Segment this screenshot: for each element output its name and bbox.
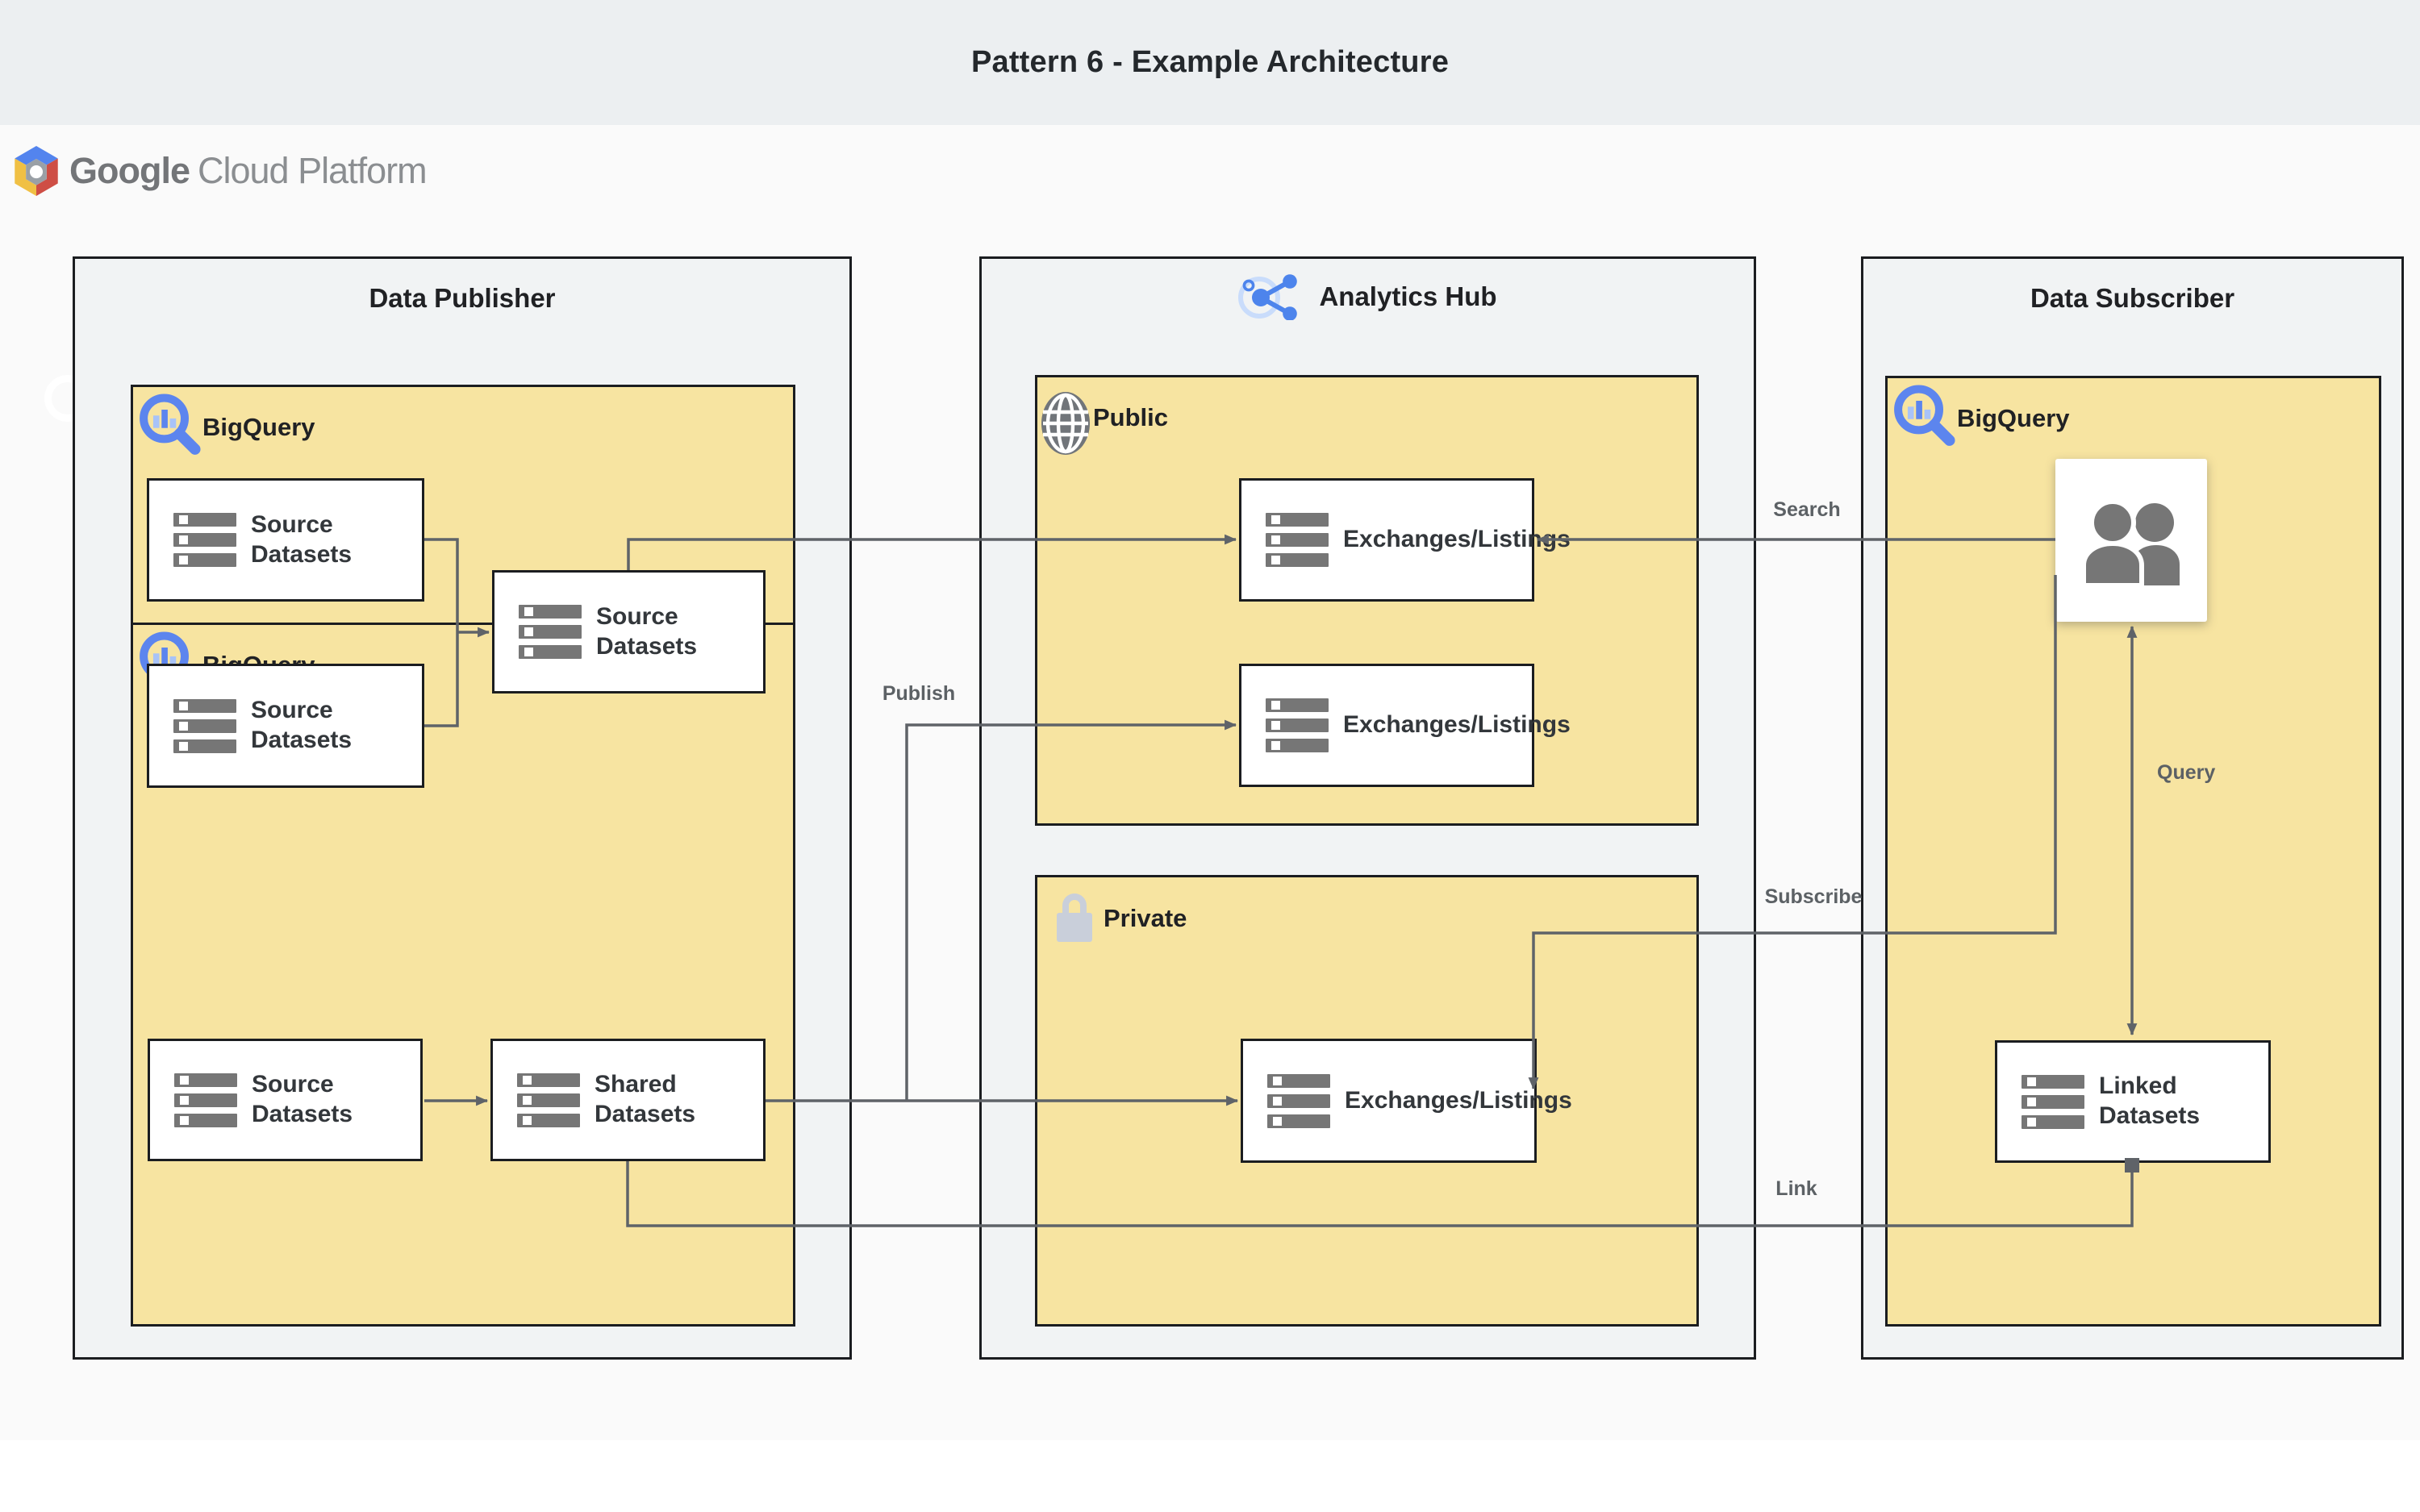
node-source-datasets-c: Source Datasets: [492, 570, 766, 694]
bigquery-icon: [140, 394, 201, 455]
node-label: Exchanges/Listings: [1345, 1086, 1572, 1114]
section-label: BigQuery: [202, 413, 315, 441]
node-source-datasets-b: Source Datasets: [147, 664, 424, 788]
datasets-icon: [517, 1073, 580, 1127]
users-icon: [2081, 499, 2180, 587]
datasets-icon: [173, 513, 236, 567]
section-label: Public: [1093, 403, 1169, 431]
gcp-brand: Google: [69, 150, 190, 191]
node-exchanges-listings-private: Exchanges/Listings: [1241, 1039, 1572, 1163]
gcp-product: Cloud Platform: [198, 150, 428, 191]
node-label: Shared Datasets: [595, 1071, 696, 1127]
datasets-icon: [174, 1073, 237, 1127]
page-title: Pattern 6 - Example Architecture: [970, 45, 1450, 79]
connector-label-publish: Publish: [882, 682, 956, 705]
node-exchanges-listings-public-2: Exchanges/Listings: [1239, 664, 1571, 787]
node-linked-datasets: Linked Datasets: [1995, 1040, 2271, 1163]
container-title-hub: Analytics Hub: [1319, 281, 1497, 311]
datasets-icon: [519, 605, 582, 659]
node-label: Source Datasets: [251, 510, 353, 568]
title-band: Pattern 6 - Example Architecture: [0, 0, 2420, 125]
bigquery-icon: [1894, 385, 1955, 446]
node-label: Source Datasets: [251, 697, 353, 753]
connector-label-subscribe: Subscribe: [1764, 885, 1863, 908]
section-label: BigQuery: [1957, 404, 2070, 432]
node-source-datasets-e: Source Datasets: [148, 1039, 423, 1161]
container-title-hub-row: Analytics Hub: [982, 273, 1754, 320]
connector-label-query: Query: [2157, 761, 2216, 784]
datasets-icon: [1266, 513, 1329, 567]
analytics-hub-icon: [1238, 274, 1298, 320]
container-title-subscriber: Data Subscriber: [2030, 283, 2235, 313]
node-exchanges-listings-public-1: Exchanges/Listings: [1239, 478, 1571, 602]
connector-label-link: Link: [1775, 1177, 1817, 1200]
gcp-hexagon-icon: [15, 146, 58, 196]
node-label: Exchanges/Listings: [1343, 526, 1571, 553]
datasets-icon: [173, 698, 236, 753]
node-label: Source Datasets: [252, 1071, 353, 1127]
node-label: Linked Datasets: [2099, 1073, 2201, 1129]
datasets-icon: [1266, 698, 1329, 752]
container-title-publisher: Data Publisher: [369, 283, 556, 313]
subscriber-users-card: [2055, 459, 2207, 622]
connector-label-search: Search: [1773, 498, 1841, 521]
datasets-icon: [1267, 1073, 1330, 1128]
globe-icon: [1041, 392, 1090, 455]
node-label: Exchanges/Listings: [1343, 711, 1571, 739]
datasets-icon: [2022, 1074, 2084, 1129]
node-source-datasets-a: Source Datasets: [147, 478, 424, 602]
node-label: Source Datasets: [596, 602, 698, 660]
node-shared-datasets: Shared Datasets: [490, 1039, 766, 1161]
section-label: Private: [1104, 904, 1187, 932]
lock-icon: [1057, 893, 1092, 942]
